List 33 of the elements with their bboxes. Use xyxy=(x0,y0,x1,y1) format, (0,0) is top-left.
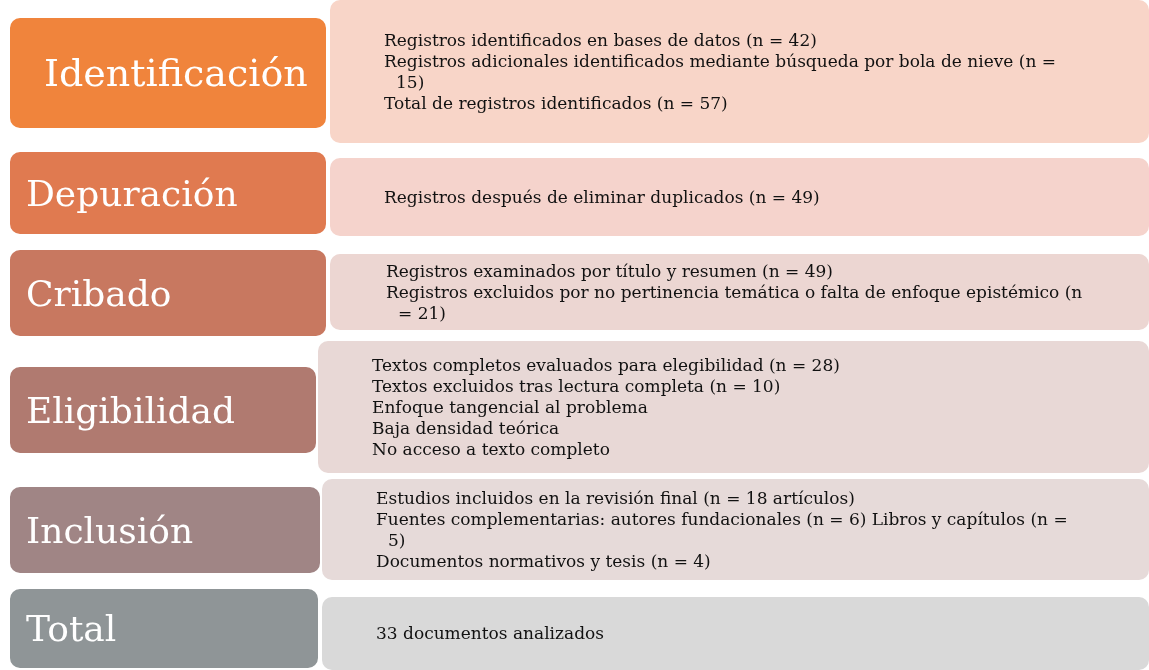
stage-box xyxy=(8,365,318,455)
entry-text: Textos completos evaluados para elegibilidad (n = 28) xyxy=(372,354,841,376)
entry-text: No acceso a texto completo xyxy=(372,438,611,460)
entry-text: 33 documentos analizados xyxy=(376,623,605,644)
content-panel xyxy=(330,254,1149,330)
entry-text: Documentos normativos y tesis (n = 4) xyxy=(376,550,712,572)
stage-box xyxy=(8,16,328,130)
stage-box xyxy=(8,485,322,575)
entry-text: Fuentes complementarias: autores fundacionales (n = 6) Libros y capítulos (n = 5) xyxy=(376,508,1069,551)
stage-label: Total xyxy=(26,608,117,649)
entry-text: Estudios incluidos en la revisión final (n = 18 artículos) xyxy=(376,487,856,509)
entry-text: Enfoque tangencial al problema xyxy=(372,396,649,418)
stage-label: Identificación xyxy=(44,51,308,95)
content-panel xyxy=(322,479,1149,580)
content-panel xyxy=(322,597,1149,670)
stage-label: Inclusión xyxy=(26,509,194,551)
entry-text: Registros examinados por título y resumen (n = 49) xyxy=(386,260,834,282)
stage-box xyxy=(8,150,328,236)
entry-text: Textos excluidos tras lectura completa (n = 10) xyxy=(372,375,782,397)
content-panel xyxy=(330,0,1149,143)
entry-text: Total de registros identificados (n = 57) xyxy=(384,92,729,114)
content-panel xyxy=(330,158,1149,236)
stage-label: Eligibilidad xyxy=(26,389,235,431)
entry-text: Registros excluidos por no pertinencia temática o falta de enfoque epistémico (n = 21) xyxy=(386,281,1084,324)
entry-text: Registros adicionales identificados mediante búsqueda por bola de nieve (n = 15) xyxy=(384,50,1057,93)
stage-box xyxy=(8,587,320,670)
entry-text: Baja densidad teórica xyxy=(372,417,561,439)
stage-label: Depuración xyxy=(26,172,238,214)
content-panel xyxy=(318,341,1149,473)
entry-text: Registros identificados en bases de datos (n = 42) xyxy=(384,29,818,51)
stage-box xyxy=(8,248,328,338)
entry-text: Registros después de eliminar duplicados (n = 49) xyxy=(384,186,821,208)
stage-label: Cribado xyxy=(26,272,172,314)
